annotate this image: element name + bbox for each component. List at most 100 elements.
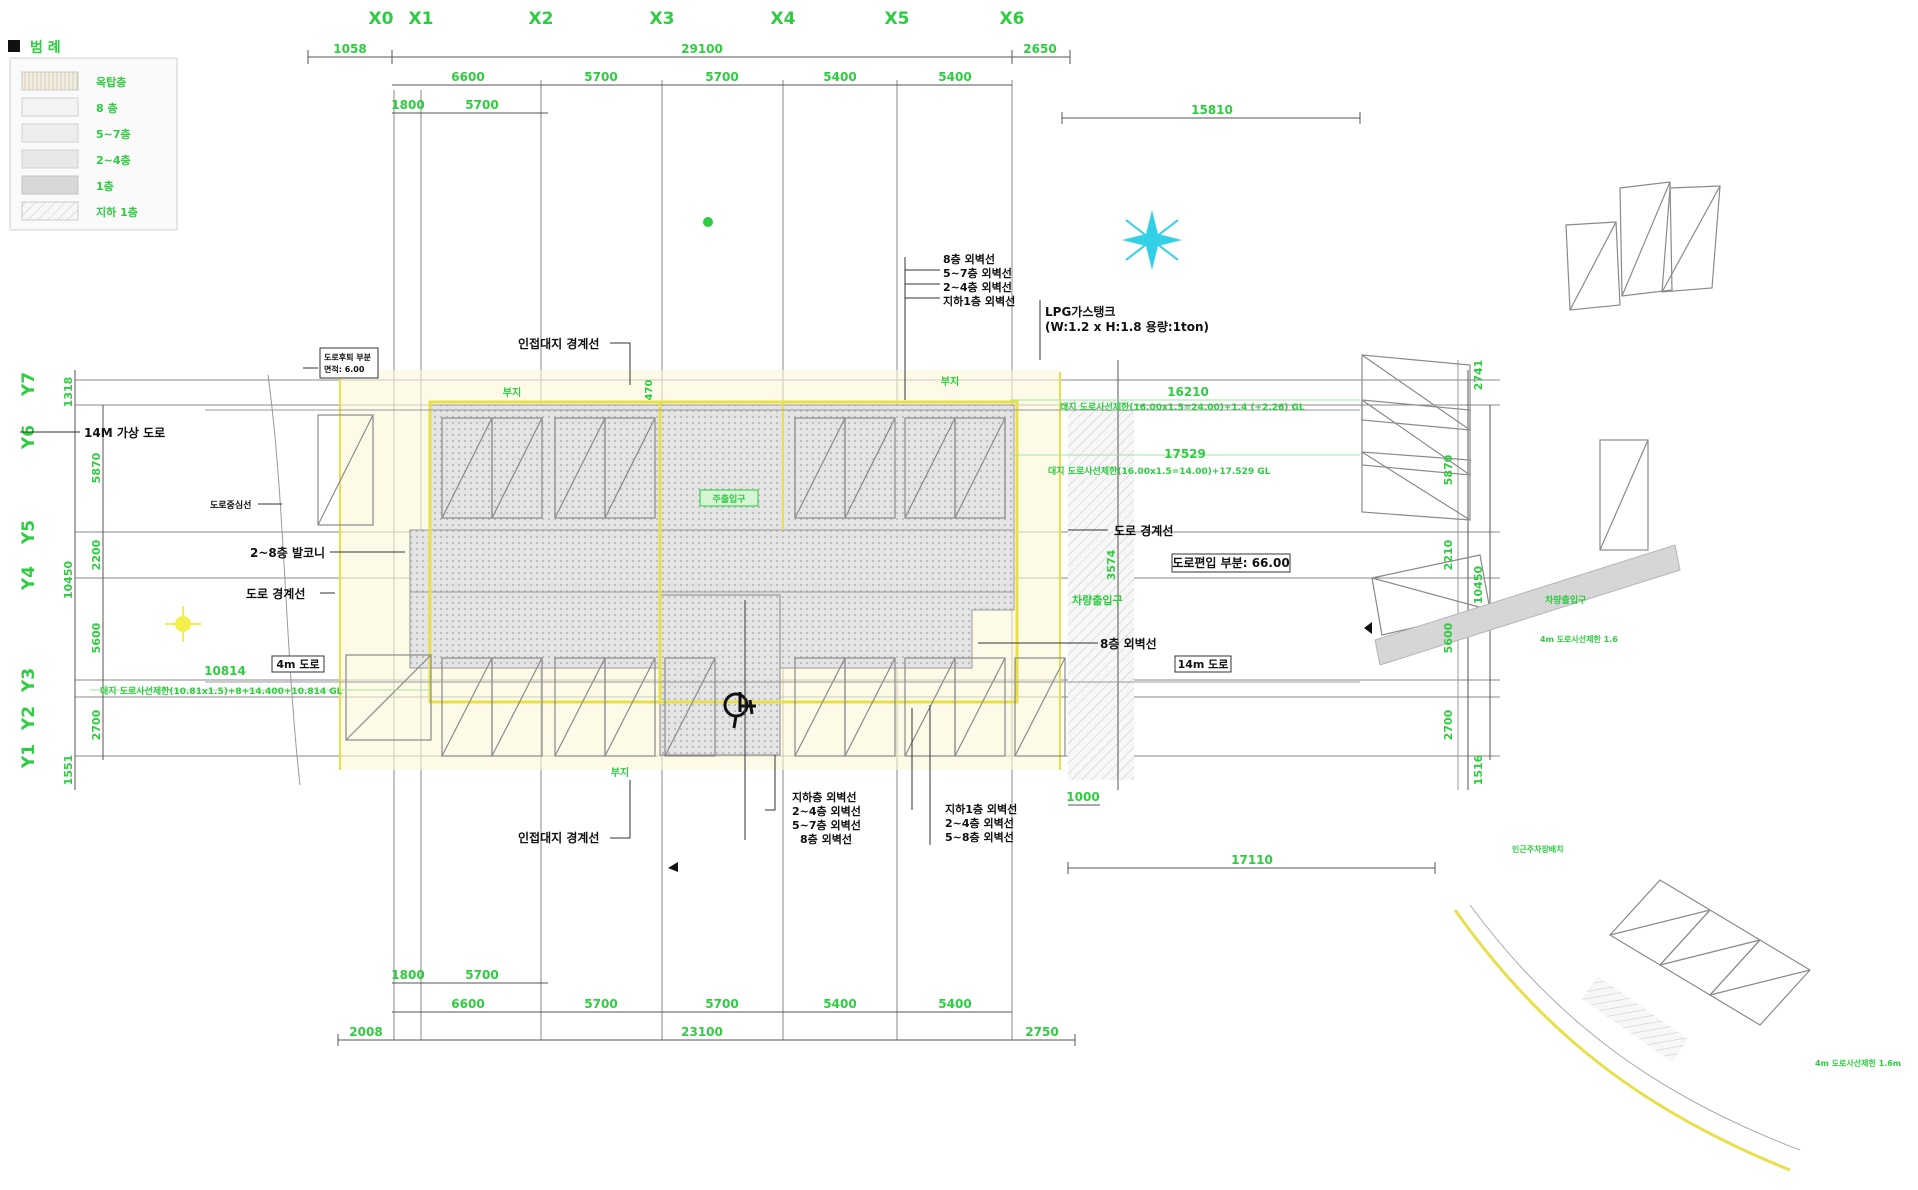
grid-label-y7: Y7 bbox=[19, 372, 39, 397]
road-boundary-right-label: 도로 경계선 bbox=[1114, 523, 1173, 538]
dim-bottom-right-long: 17110 bbox=[1231, 853, 1273, 867]
dim-right-4: 10450 bbox=[1472, 566, 1485, 605]
dim-bottom-4: 5700 bbox=[584, 997, 617, 1011]
site-label-bottom: 부지 bbox=[611, 766, 629, 779]
road-14m-virtual-label: 14M 가상 도로 bbox=[84, 425, 165, 440]
entrance-label: 주출입구 bbox=[712, 493, 745, 505]
dimension-text-left: 1318 5870 2200 10450 5600 2700 1551 bbox=[62, 377, 103, 786]
dim-right-1: 2741 bbox=[1472, 360, 1485, 391]
offsite-parking-right bbox=[1361, 181, 1721, 666]
grid-label-x6: X6 bbox=[1000, 9, 1025, 29]
legend-item-1f: 1층 bbox=[96, 179, 114, 193]
grid-label-x2: X2 bbox=[529, 9, 554, 29]
dim-left-1: 1318 bbox=[62, 377, 75, 408]
dim-bottom-3: 6600 bbox=[451, 997, 484, 1011]
road-setback-area: 면적: 6.00 bbox=[324, 364, 365, 374]
marker-dot-icon bbox=[703, 217, 713, 227]
dim-bottom-6: 5400 bbox=[823, 997, 856, 1011]
dim-bottom-9: 23100 bbox=[681, 1025, 723, 1039]
north-compass-icon bbox=[1122, 210, 1182, 270]
dim-right-3: 2210 bbox=[1442, 539, 1455, 570]
dim-top-10: 5700 bbox=[465, 98, 498, 112]
legend-swatch-rooftop bbox=[21, 71, 79, 91]
dimension-text-bottom: 1800 5700 6600 5700 5700 5400 5400 2008 … bbox=[349, 790, 1273, 1039]
legend-swatch-8f bbox=[21, 97, 79, 117]
offsite-label-3: 인근주차장배치 bbox=[1512, 844, 1564, 854]
legend-marker bbox=[8, 40, 20, 52]
building-outline-yellow bbox=[428, 400, 1019, 704]
adjacent-boundary-bottom-label: 인접대지 경계선 bbox=[518, 830, 599, 845]
grid-label-y4: Y4 bbox=[19, 566, 39, 591]
legend-item-b1: 지하 1층 bbox=[96, 205, 138, 219]
road-limit-line-3: 대지 도로사선제한(10.81x1.5)+8+14.400+10.814 GL bbox=[100, 685, 343, 697]
dim-left-7: 1551 bbox=[62, 755, 75, 786]
offsite-label-1: 4m 도로사선제한 1.6 bbox=[1540, 634, 1618, 644]
dimension-lines-bottom bbox=[337, 804, 1436, 1046]
grid-label-y3: Y3 bbox=[19, 668, 39, 693]
wheelchair-icon bbox=[723, 692, 756, 729]
dim-bottom-5: 5700 bbox=[705, 997, 738, 1011]
legend-swatch-1f bbox=[21, 175, 79, 195]
dimension-lines-top bbox=[307, 50, 1361, 124]
grid-label-x3: X3 bbox=[650, 9, 675, 29]
marker-triangle-icon bbox=[668, 862, 678, 872]
road-inclusion-box bbox=[1171, 553, 1291, 573]
wall-bottom-right-1: 지하1층 외벽선 bbox=[945, 802, 1017, 816]
building-middle-mass bbox=[409, 529, 1015, 593]
legend-item-2-4f: 2~4층 bbox=[96, 153, 131, 167]
dim-top-7: 5400 bbox=[823, 70, 856, 84]
parking-top-row bbox=[317, 414, 1006, 526]
floor8-outer-wall-label: 8층 외벽선 bbox=[1100, 636, 1157, 651]
grid-label-y1: Y1 bbox=[19, 744, 39, 769]
dim-bottom-2: 5700 bbox=[465, 968, 498, 982]
dim-top-4: 6600 bbox=[451, 70, 484, 84]
lpg-tank-spec: (W:1.2 x H:1.8 용량:1ton) bbox=[1045, 319, 1209, 334]
black-annotations: 14M 가상 도로 도로후퇴 부분 면적: 6.00 도로중심선 2~8층 발코… bbox=[84, 252, 1291, 846]
dim-bottom-7: 5400 bbox=[938, 997, 971, 1011]
parking-bottom-row bbox=[345, 654, 1066, 757]
dim-bottom-right-small: 1000 bbox=[1066, 790, 1099, 804]
dim-top-8: 5400 bbox=[938, 70, 971, 84]
dim-top-right: 15810 bbox=[1191, 103, 1233, 117]
road-lines bbox=[90, 360, 1459, 790]
road-boundary-left-label: 도로 경계선 bbox=[246, 586, 305, 601]
green-annotations: 부지 부지 부지 차량출입구 차량출입구 대지 도로사선제한(16.00x1.5… bbox=[100, 375, 1901, 1068]
dimension-text-top: 1058 29100 2650 6600 5700 5700 5400 5400… bbox=[333, 42, 1233, 117]
offsite-ramp bbox=[1374, 544, 1681, 666]
dim-mid-4: 3574 bbox=[1105, 549, 1118, 580]
legend-item-5-7f: 5~7층 bbox=[96, 127, 131, 141]
dim-top-6: 5700 bbox=[705, 70, 738, 84]
dim-bottom-8: 2008 bbox=[349, 1025, 382, 1039]
road-limit-line-1: 대지 도로사선제한(16.00x1.5=24.00)+1.4 (+2.26) G… bbox=[1060, 401, 1305, 413]
road-14m-label: 14m 도로 bbox=[1178, 658, 1229, 671]
road-setback-title: 도로후퇴 부분 bbox=[324, 352, 372, 362]
sun-icon bbox=[165, 606, 201, 642]
site-label-top: 부지 bbox=[503, 386, 521, 399]
dimension-text-right: 2741 5870 2210 10450 5600 2700 1516 bbox=[1442, 360, 1485, 786]
wall-top-1: 8층 외벽선 bbox=[943, 252, 995, 266]
wall-bottom-mid-2: 2~4층 외벽선 bbox=[792, 804, 861, 818]
grid-label-x1: X1 bbox=[409, 9, 434, 29]
road-inclusion-label: 도로편입 부분: 66.00 bbox=[1172, 555, 1289, 570]
grid-labels-x: X0 X1 X2 X3 X4 X5 X6 bbox=[369, 9, 1025, 29]
vehicle-entry-label: 차량출입구 bbox=[1072, 593, 1123, 607]
site-label-top-right: 부지 bbox=[941, 375, 959, 388]
dim-bottom-1: 1800 bbox=[391, 968, 424, 982]
legend: 범 례 옥탑층 8 층 5~7층 2~4층 1층 지하 1층 bbox=[8, 40, 178, 231]
building-footprint: 주출입구 bbox=[409, 400, 1019, 756]
wall-top-2: 5~7층 외벽선 bbox=[943, 266, 1012, 280]
offsite-parking-bottom-right bbox=[1453, 879, 1811, 1172]
grid-label-x5: X5 bbox=[885, 9, 910, 29]
grid-labels-y: Y7 Y6 Y5 Y4 Y3 Y2 Y1 bbox=[19, 372, 39, 769]
dim-left-2: 5870 bbox=[90, 452, 103, 483]
dim-left-3: 2200 bbox=[90, 539, 103, 570]
dim-top-3: 2650 bbox=[1023, 42, 1056, 56]
wall-bottom-right-3: 5~8층 외벽선 bbox=[945, 830, 1014, 844]
grid-label-x0: X0 bbox=[369, 9, 394, 29]
road-limit-line-2: 대지 도로사선제한(16.00x1.5=14.00)+17.529 GL bbox=[1048, 465, 1271, 477]
offsite-label-2: 4m 도로사선제한 1.6m bbox=[1815, 1058, 1901, 1068]
grid-label-y5: Y5 bbox=[19, 520, 39, 545]
dim-right-2: 5870 bbox=[1442, 454, 1455, 485]
dim-bottom-10: 2750 bbox=[1025, 1025, 1058, 1039]
legend-swatch-5-7f bbox=[21, 123, 79, 143]
